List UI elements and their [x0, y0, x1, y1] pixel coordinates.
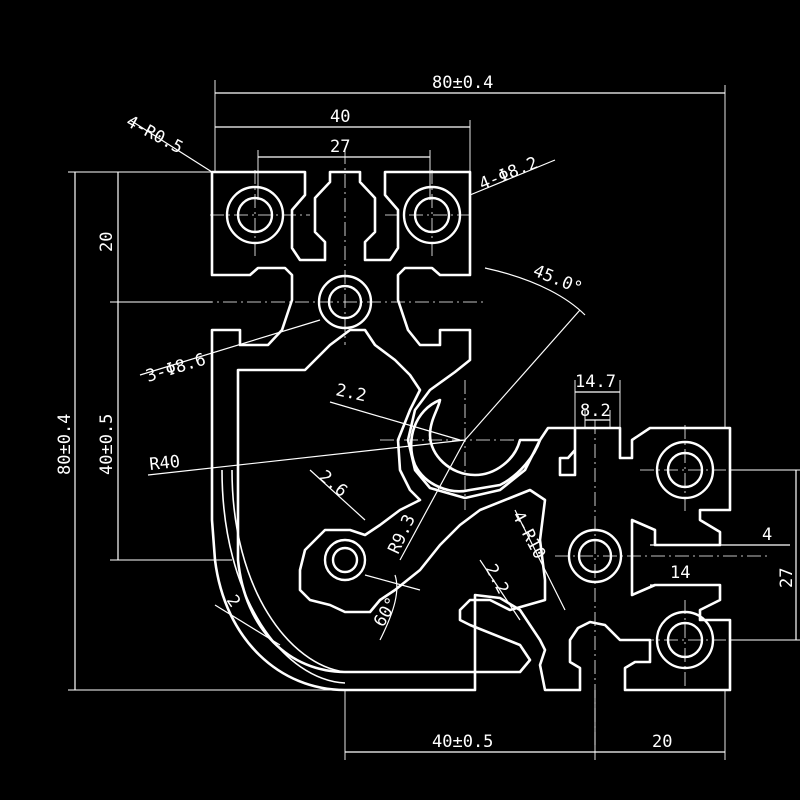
profile-outline — [210, 170, 732, 692]
holes — [225, 185, 715, 670]
extension-lines — [68, 80, 800, 760]
dim-4: 4 — [762, 525, 772, 545]
hole-corner — [323, 538, 367, 582]
dim-wall-22-a: 2.2 — [334, 380, 368, 406]
dim-wall-26: 2.6 — [315, 467, 351, 502]
dim-wall-22-b: 2.2 — [481, 561, 513, 598]
inner-cavity — [236, 328, 547, 674]
dim-27: 27 — [777, 568, 797, 588]
hole-right-top — [655, 440, 715, 500]
dim-r40: R40 — [148, 452, 181, 475]
hole-right-bottom — [655, 610, 715, 670]
dim-overall-width: 80±0.4 — [432, 73, 493, 93]
dim-left-height-20: 20 — [97, 232, 117, 252]
dim-slot-width-top: 27 — [330, 137, 350, 157]
profile-section — [210, 170, 732, 692]
dim-wall-2: 2 — [222, 591, 244, 611]
hole-top-center — [317, 274, 373, 330]
dim-hole-dia-top: 4-Φ8.2 — [476, 153, 540, 195]
dim-top-width: 40 — [330, 107, 350, 127]
dimension-lines — [74, 92, 797, 753]
center-groove — [409, 398, 542, 493]
dim-slot-147: 14.7 — [575, 372, 616, 392]
dim-angle: 45.0° — [530, 261, 585, 299]
dim-angle-60: 60° — [370, 594, 403, 631]
dim-radius-corner: 4-R0.5 — [123, 112, 187, 158]
outer-arc-line-2 — [221, 469, 346, 684]
dim-slot-82: 8.2 — [580, 401, 611, 421]
hole-top-right — [402, 185, 462, 245]
dim-bottom-40: 40±0.5 — [432, 732, 493, 752]
outer-arc-line — [231, 469, 346, 673]
dim-left-overall: 80±0.4 — [55, 414, 75, 475]
dim-left-40: 40±0.5 — [97, 414, 117, 475]
dim-bottom-20: 20 — [652, 732, 672, 752]
hole-right-center — [567, 528, 623, 584]
hole-top-left — [225, 185, 285, 245]
dimension-texts: 80±0.4 40 27 4-R0.5 4-Φ8.2 45.0° 20 3-Φ8… — [55, 73, 797, 752]
dim-left-hole: 3-Φ8.6 — [144, 350, 209, 387]
dim-14: 14 — [670, 563, 690, 583]
